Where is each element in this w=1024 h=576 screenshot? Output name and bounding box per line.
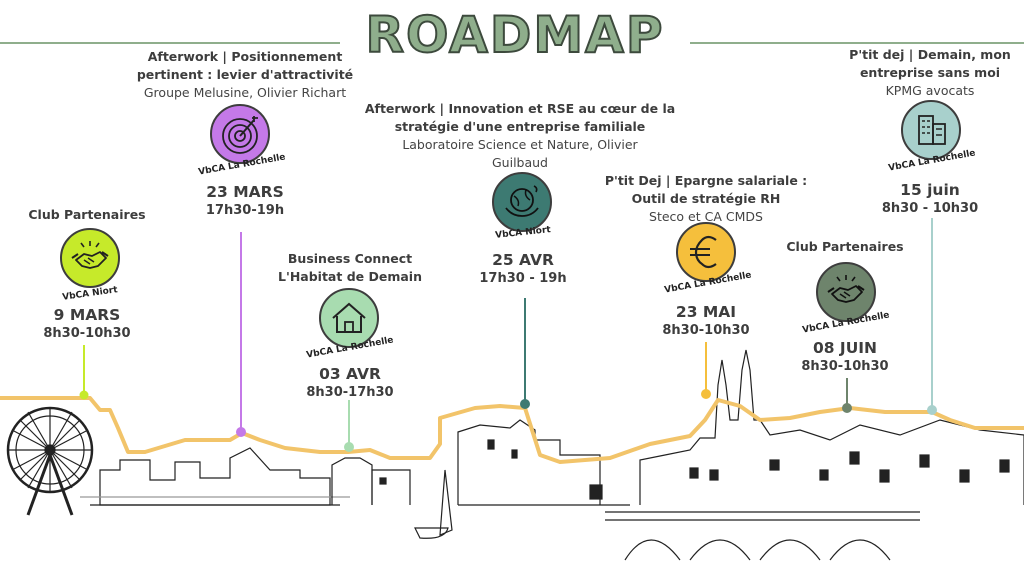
event-time: 8h30-10h30: [801, 359, 889, 374]
building-icon: [918, 115, 946, 145]
event-marker-4: [520, 298, 530, 409]
sailboat-icon: [414, 469, 453, 539]
event-afterwork-positionnement: Afterwork | Positionnement pertinent : l…: [120, 48, 370, 102]
event-afterwork-innovation-rse: Afterwork | Innovation et RSE au cœur de…: [360, 100, 680, 172]
page-title: ROADMAP: [365, 5, 665, 65]
house-icon: [332, 302, 366, 333]
cityscape-illustration: [6, 349, 1024, 561]
event-time: 8h30 - 10h30: [881, 201, 979, 216]
event-badge: [210, 104, 270, 164]
event-title-line-2: L'Habitat de Demain: [278, 269, 422, 284]
event-date: 15 juin: [900, 181, 960, 199]
event-date: 08 JUIN: [812, 339, 878, 357]
event-title-line-2: pertinent : levier d'attractivité: [136, 67, 354, 82]
event-badge: [60, 228, 120, 288]
event-badge: [319, 288, 379, 348]
event-marker-1: [79, 345, 89, 400]
event-badge: [816, 262, 876, 322]
event-datetime: 03 AVR 8h30-17h30: [265, 364, 435, 401]
handshake-icon: [71, 241, 109, 269]
event-host: KPMG avocats: [885, 83, 975, 98]
event-marker-2: [236, 232, 246, 437]
event-datetime: 25 AVR 17h30 - 19h: [438, 250, 608, 287]
event-date: 9 MARS: [53, 306, 121, 324]
event-title-line-1: P'tit dej | Demain, mon: [849, 47, 1011, 62]
event-marker-7: [927, 218, 937, 415]
event-title-line-1: Afterwork | Positionnement: [147, 49, 343, 64]
event-host: Groupe Melusine, Olivier Richart: [143, 85, 347, 100]
title-rule-left: [0, 42, 340, 44]
event-badge: [676, 222, 736, 282]
target-icon: [222, 116, 258, 154]
handshake-icon: [827, 275, 865, 303]
event-time: 8h30-17h30: [306, 385, 394, 400]
event-datetime: 23 MARS 17h30-19h: [160, 182, 330, 219]
event-title: Club Partenaires: [786, 239, 904, 254]
event-badge: [492, 172, 552, 232]
event-host-line-1: Laboratoire Science et Nature, Olivier: [402, 137, 638, 152]
event-club-partenaires-niort: Club Partenaires: [2, 206, 172, 224]
event-time: 8h30-10h30: [662, 323, 750, 338]
event-time: 17h30 - 19h: [479, 271, 567, 286]
event-date: 25 AVR: [492, 251, 554, 269]
event-club-partenaires-la-rochelle: Club Partenaires: [760, 238, 930, 256]
event-time: 8h30-10h30: [43, 326, 131, 341]
event-title: Club Partenaires: [28, 207, 146, 222]
event-business-connect: Business Connect L'Habitat de Demain: [255, 250, 445, 286]
event-datetime: 9 MARS 8h30-10h30: [2, 305, 172, 342]
event-date: 23 MAI: [675, 303, 737, 321]
euro-icon: [690, 235, 717, 269]
event-datetime: 23 MAI 8h30-10h30: [621, 302, 791, 339]
event-marker-3: [344, 400, 354, 452]
event-host-line-2: Guilbaud: [491, 155, 548, 170]
event-title-line-2: Outil de stratégie RH: [631, 191, 781, 206]
event-title-line-2: entreprise sans moi: [859, 65, 1001, 80]
bridge-icon: [605, 511, 920, 561]
event-title-line-1: Business Connect: [287, 251, 413, 266]
event-host: Steco et CA CMDS: [649, 209, 763, 224]
ferris-wheel-icon: [6, 406, 94, 516]
title-rule-right: [690, 42, 1024, 44]
event-ptit-dej-epargne: P'tit Dej | Epargne salariale : Outil de…: [596, 172, 816, 226]
event-title-line-1: Afterwork | Innovation et RSE au cœur de…: [364, 101, 676, 116]
event-datetime: 15 juin 8h30 - 10h30: [845, 180, 1015, 217]
event-date: 03 AVR: [319, 365, 381, 383]
event-marker-5: [701, 342, 711, 399]
event-badge: [901, 100, 961, 160]
event-date: 23 MARS: [206, 183, 284, 201]
event-datetime: 08 JUIN 8h30-10h30: [760, 338, 930, 375]
roadmap-route-line: [0, 396, 1024, 464]
eco-globe-icon: [505, 185, 539, 217]
event-title-line-2: stratégie d'une entreprise familiale: [394, 119, 646, 134]
event-ptit-dej-demain: P'tit dej | Demain, mon entreprise sans …: [835, 46, 1024, 100]
event-marker-6: [842, 378, 852, 413]
event-time: 17h30-19h: [205, 203, 285, 218]
event-title-line-1: P'tit Dej | Epargne salariale :: [604, 173, 808, 188]
